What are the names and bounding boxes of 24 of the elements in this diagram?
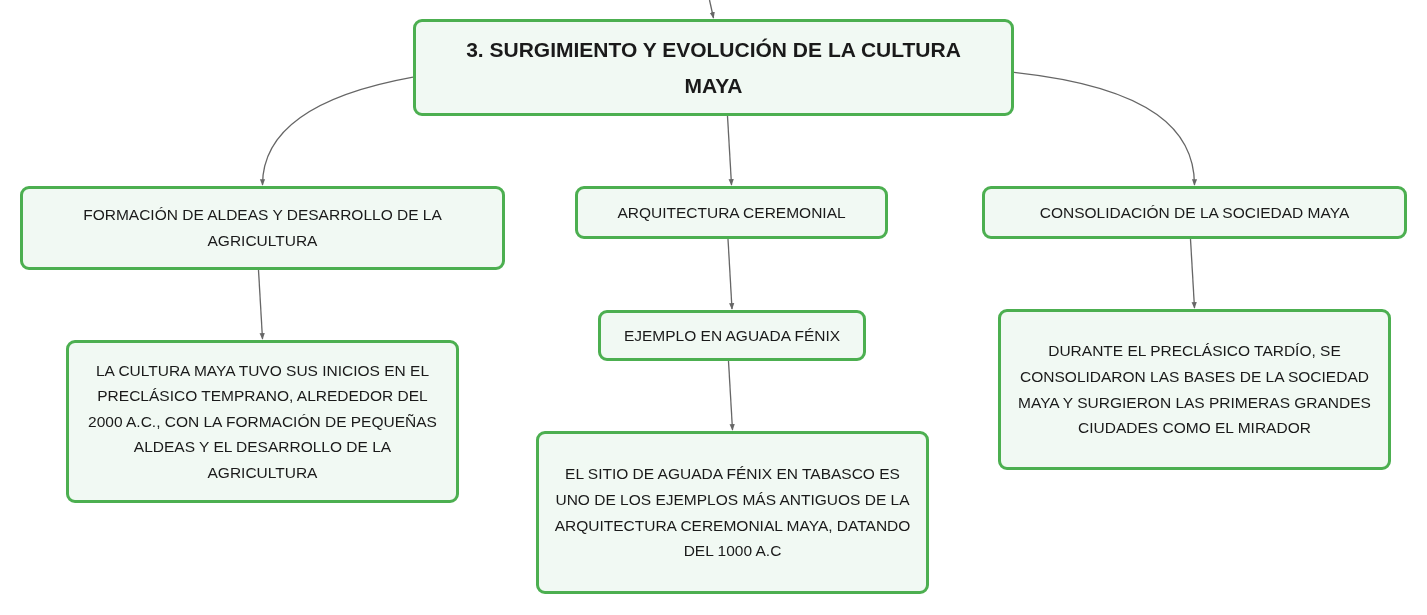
topic-text: EL SITIO DE AGUADA FÉNIX EN TABASCO ES UNO DE LOS EJEMPLOS MÁS ANTIGUOS DE LA ARQUITECTURA CEREMONIAL MAYA, DATANDO DEL 1000 A.C <box>553 464 912 562</box>
topic-text: LA CULTURA MAYA TUVO SUS INICIOS EN EL PRECLÁSICO TEMPRANO, ALREDEDOR DEL 2000 A.C., CON LA FORMACIÓN DE PEQUEÑAS ALDEAS Y EL DESARROLLO DE LA AGRICULTURA <box>87 360 438 483</box>
topic-box <box>575 186 888 239</box>
topic-box <box>413 19 1014 116</box>
topic-text: DURANTE EL PRECLÁSICO TARDÍO, SE CONSOLIDARON LAS BASES DE LA SOCIEDAD MAYA Y SURGIERON LAS PRIMERAS GRANDES CIUDADES COMO EL MIRADOR <box>1017 341 1372 439</box>
topic-text: CONSOLIDACIÓN DE LA SOCIEDAD MAYA <box>1039 202 1350 223</box>
topic-text: EJEMPLO EN AGUADA FÉNIX <box>623 325 841 346</box>
topic-box <box>20 186 505 270</box>
connector-arrow <box>727 360 735 431</box>
topic-text: FORMACIÓN DE ALDEAS Y DESARROLLO DE LA AGRICULTURA <box>82 205 443 251</box>
connector-arrow <box>726 115 734 186</box>
topic-box <box>982 186 1407 239</box>
topic-box <box>66 340 459 503</box>
topic-box <box>998 309 1391 470</box>
connector-arrow <box>257 269 265 340</box>
connector-arrow <box>727 238 735 310</box>
connector-arrow <box>708 0 715 19</box>
connector-arrow <box>1189 238 1197 309</box>
topic-text: ARQUITECTURA CEREMONIAL <box>617 202 846 223</box>
topic-box <box>536 431 929 594</box>
topic-box <box>598 310 866 361</box>
topic-text: 3. SURGIMIENTO Y EVOLUCIÓN DE LA CULTURA MAYA <box>465 36 962 99</box>
connector-arrow <box>260 76 414 186</box>
connector-arrow <box>1013 71 1197 186</box>
